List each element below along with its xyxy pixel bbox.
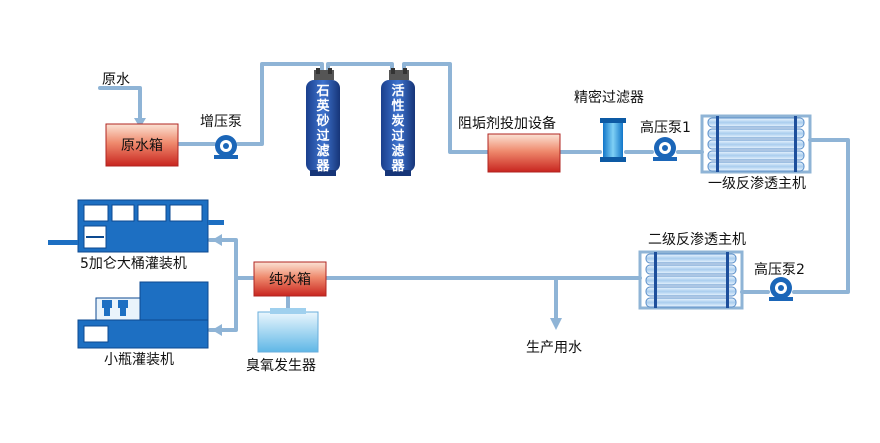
barrel-filler-machine [48, 199, 224, 253]
scale-inhibitor-label: 阻垢剂投加设备 [458, 116, 556, 132]
arrow-to-bottle [212, 324, 222, 336]
arrow-to-barrel [212, 234, 222, 246]
high-pressure-pump-1-label: 高压泵1 [640, 120, 691, 136]
pure-water-tank [253, 261, 327, 297]
carbon-filter-vessel [381, 68, 415, 176]
scale-inhibitor-unit [487, 133, 561, 173]
ozone-generator-unit [257, 308, 319, 353]
ro-secondary-unit [638, 250, 744, 310]
raw-water-tank-label: 原水箱 [121, 138, 163, 154]
barrel-filler-label: 5加仑大桶灌装机 [80, 256, 187, 272]
quartz-filter-label: 石英砂过滤器 [316, 84, 330, 174]
pipe-pure-tank-to-fillers [208, 276, 258, 332]
pipe-quartz-to-carbon [326, 62, 394, 78]
pipe-carbon-to-dosing [402, 62, 490, 154]
pipe-pump-to-quartz [236, 62, 324, 146]
precision-filter-cylinder [600, 118, 626, 162]
arrow-production-down [550, 318, 562, 330]
pipe-raw-inlet [98, 86, 142, 123]
pure-water-tank-label: 纯水箱 [269, 272, 311, 288]
arrow-raw-down [134, 118, 146, 128]
bottle-filler-label: 小瓶灌装机 [104, 352, 174, 368]
carbon-filter-label: 活性炭过滤器 [391, 84, 405, 174]
high-pressure-pump-2-icon [769, 277, 793, 301]
arrowheads [134, 118, 562, 336]
ro-primary-label: 一级反渗透主机 [708, 176, 806, 192]
booster-pump-icon [214, 135, 238, 159]
high-pressure-pump-1-icon [653, 137, 677, 161]
bottle-filler-machine [77, 281, 209, 349]
high-pressure-pump-2-label: 高压泵2 [754, 262, 805, 278]
ozone-generator-label: 臭氧发生器 [246, 358, 316, 374]
booster-pump-label: 增压泵 [200, 114, 242, 130]
raw-water-tank [105, 123, 179, 167]
production-water-label: 生产用水 [526, 340, 582, 356]
ro-primary-unit [700, 114, 812, 174]
raw-water-label: 原水 [102, 72, 130, 88]
quartz-filter-vessel [306, 68, 340, 176]
pipes [98, 62, 850, 332]
ro-secondary-label: 二级反渗透主机 [648, 232, 746, 248]
precision-filter-label: 精密过滤器 [574, 90, 644, 106]
pipe-ro1-to-pump2 [792, 138, 850, 294]
pipe-to-barrel-filler [208, 238, 238, 280]
